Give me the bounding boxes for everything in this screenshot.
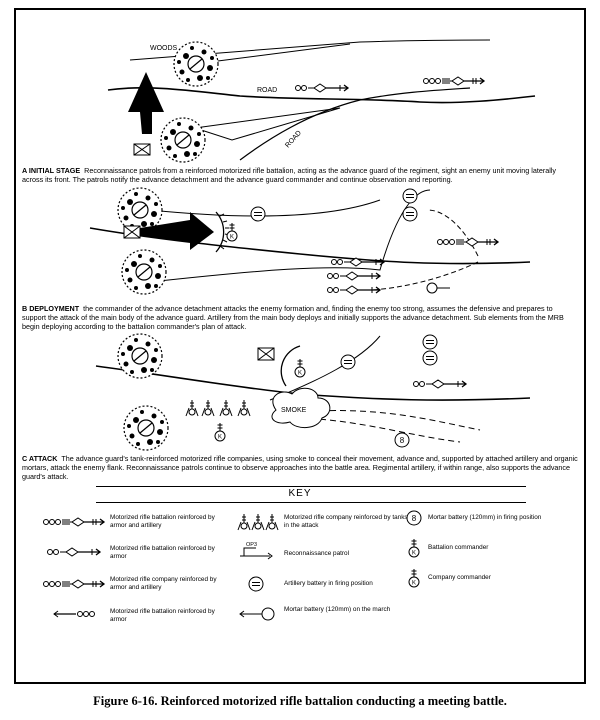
key-item-artillery-battery: Artillery battery in firing position: [284, 580, 373, 587]
key-item-mrc-armor-artillery: Motorized rifle company reinforced by ar…: [110, 576, 217, 591]
company-commander-icon: [294, 358, 306, 378]
movement-route: [371, 261, 479, 291]
artillery-battery-icon: [422, 350, 438, 366]
figure-frame: [14, 8, 586, 684]
attack-arrow: [140, 212, 214, 250]
boundary-line: [149, 199, 381, 217]
artillery-battery-icon: [340, 354, 356, 370]
woods-label: WOODS: [150, 45, 178, 52]
woods-patch: [121, 249, 167, 295]
caption-text: The advance guard's tank-reinforced moto…: [22, 454, 578, 481]
key-symbol-mortar-march: [239, 607, 275, 621]
artillery-battery-icon: [402, 206, 418, 222]
key-symbol-tank-company: [251, 513, 265, 531]
enemy-unit-icon: [294, 83, 349, 93]
mortar-firing-icon: [394, 432, 410, 448]
patrol-arrow: [194, 107, 341, 141]
key-title: KEY: [288, 488, 312, 499]
svg-text:8: 8: [400, 436, 405, 445]
key-symbol-recon-patrol: OP3: [240, 542, 273, 560]
key-item-mortar-firing: Mortar battery (120mm) in firing positio…: [428, 514, 542, 521]
key-symbol-tank-company: [237, 513, 251, 531]
panel-b-diagram: [89, 187, 531, 295]
panel-c-diagram: SMOKE 8: [95, 333, 531, 451]
road-label: ROAD: [257, 87, 277, 94]
svg-text:8: 8: [412, 514, 417, 523]
key-symbol-battalion-commander: [408, 538, 420, 558]
key-item-tank-company: Motorized rifle company reinforced by ta…: [284, 514, 408, 529]
key-symbols: OP3 8: [42, 510, 422, 621]
figure-caption: Figure 6-16. Reinforced motorized rifle …: [93, 694, 507, 708]
tank-company-icon: [219, 399, 233, 417]
recon-tag: OP3: [246, 542, 257, 548]
movement-route: [299, 417, 461, 443]
key-symbol-mortar-firing: 8: [406, 510, 422, 526]
woods-patch: [123, 405, 169, 451]
key-symbol-mrb-armor-2: [53, 610, 95, 618]
road-line: [107, 87, 536, 104]
key-symbol-mrb-armor: [46, 547, 101, 557]
woods-patch: [173, 41, 219, 87]
battalion-commander-icon: [226, 222, 238, 242]
key-item-company-commander: Company commander: [428, 574, 491, 581]
artillery-battery-icon: [402, 188, 418, 204]
rifle-company-icon: [412, 379, 467, 389]
rifle-company-icon: [330, 257, 385, 267]
caption-text: Reconnaissance patrols from a reinforced…: [22, 166, 557, 184]
road-line: [89, 227, 531, 265]
patrol-arrow: [209, 43, 351, 63]
road-line-2: [239, 87, 471, 161]
key-symbol-tank-company: [265, 513, 279, 531]
road-label-2: ROAD: [284, 130, 303, 150]
boundary-line: [269, 335, 381, 401]
caption-lead: B DEPLOYMENT: [22, 304, 80, 313]
caption-lead: A INITIAL STAGE: [22, 166, 81, 175]
tank-company-icon: [185, 399, 199, 417]
caption-lead: C ATTACK: [22, 454, 58, 463]
key-item-mrb-armor-artillery: Motorized rifle battalion reinforced by …: [110, 514, 215, 529]
woods-patch: [117, 187, 163, 233]
key-item-recon-patrol: Reconnaissance patrol: [284, 550, 350, 557]
key-symbol-mrb-armor-artillery: [42, 517, 105, 527]
tank-company-icon: [237, 399, 251, 417]
artillery-battery-icon: [422, 334, 438, 350]
defense-line: [215, 211, 225, 253]
tank-company-icon: [201, 399, 215, 417]
woods-patch: [160, 117, 206, 163]
key-item-mrb-armor: Motorized rifle battalion reinforced by …: [110, 545, 215, 560]
mortar-battery-icon: [426, 282, 438, 294]
defense-ticks: [219, 213, 230, 250]
enemy-battalion-icon: [422, 76, 485, 86]
rifle-company-icon: [326, 285, 381, 295]
key-item-mortar-march: Mortar battery (120mm) on the march: [284, 606, 391, 613]
key-item-battalion-commander: Battalion commander: [428, 544, 489, 551]
key-symbol-artillery-battery: [248, 576, 264, 592]
defense-line: [280, 345, 301, 387]
caption-text: the commander of the advance detachment …: [22, 304, 564, 331]
advance-arrow: [128, 72, 164, 134]
artillery-battery-icon: [250, 206, 266, 222]
woods-patch: [117, 333, 163, 379]
movement-route: [427, 209, 479, 257]
smoke-label: SMOKE: [281, 407, 307, 414]
rifle-company-icon: [326, 271, 381, 281]
key-item-mrb-armor-2: Motorized rifle battalion reinforced by …: [110, 608, 215, 623]
key-rule: [96, 502, 526, 503]
smoke-cloud: [271, 387, 331, 428]
panel-a-diagram: WOODS ROAD ROAD: [107, 39, 536, 163]
key-symbol-mrc-armor-artillery: [42, 579, 105, 589]
movement-route: [299, 410, 481, 431]
key-rule: [96, 486, 526, 487]
key-symbol-company-commander: [408, 568, 420, 588]
battalion-commander-icon: [214, 422, 226, 442]
